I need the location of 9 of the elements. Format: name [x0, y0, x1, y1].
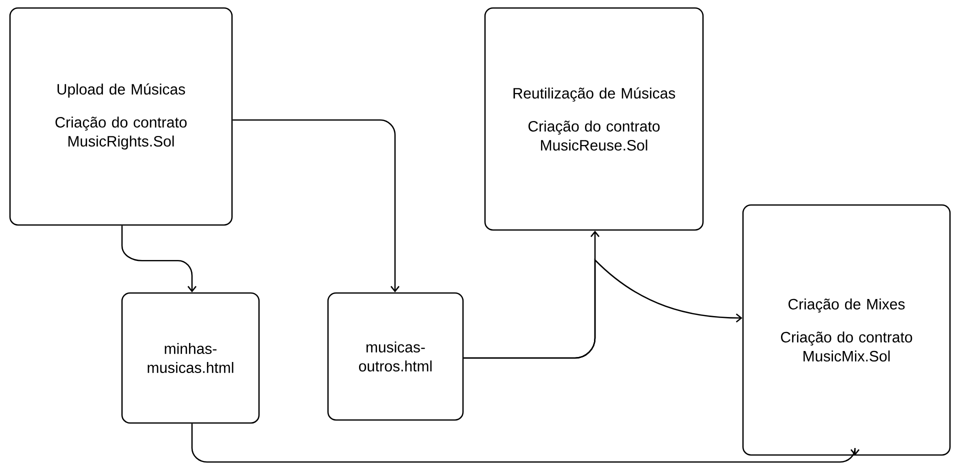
arrow [232, 119, 400, 292]
process-box: Reutilização de Músicas Criação do contrato MusicReuse.Sol [484, 7, 704, 231]
arrow [464, 259, 742, 359]
process-box: musicas-outros.html [327, 292, 464, 421]
process-box: minhas-musicas.html [121, 292, 260, 424]
process-box: Criação de Mixes Criação do contrato MusicMix.Sol [742, 204, 951, 456]
arrow [191, 424, 860, 463]
arrow [121, 226, 197, 292]
process-box: Upload de Músicas Criação do contrato MusicRights.Sol [9, 7, 233, 226]
